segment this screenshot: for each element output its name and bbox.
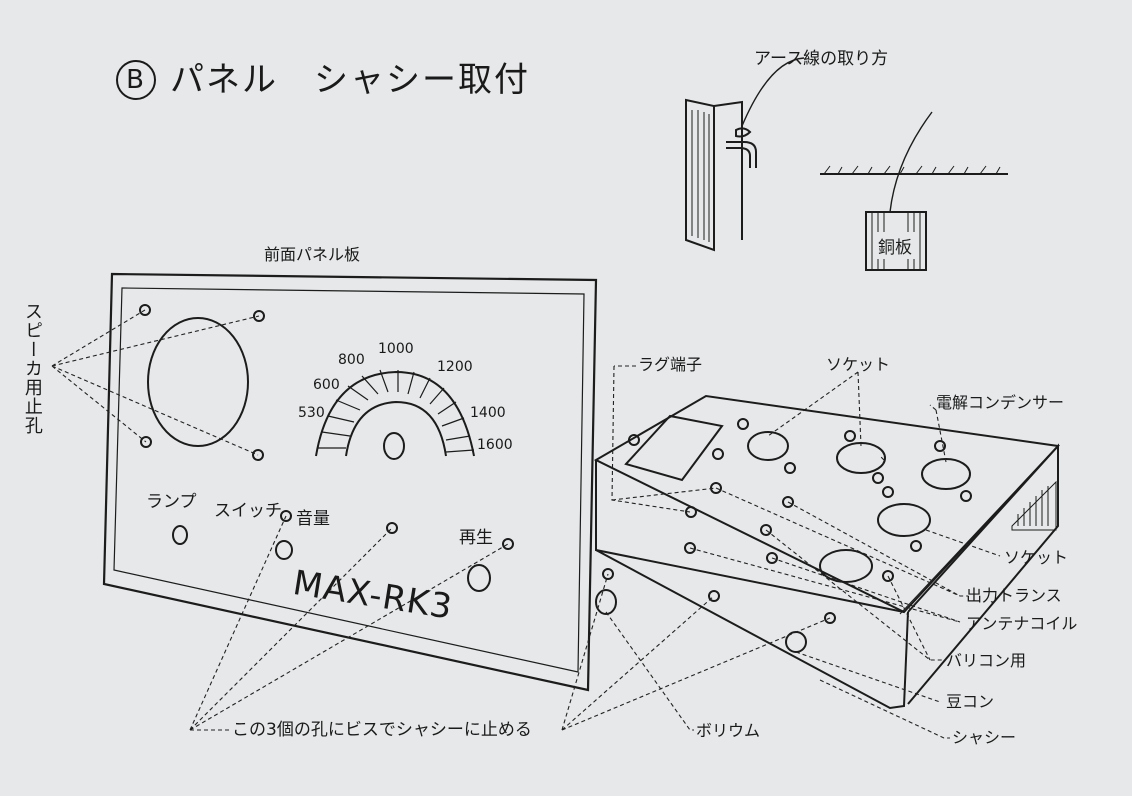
volume-knob-label: ボリウム xyxy=(696,721,761,740)
electrolytic-capacitor-label: 電解コンデンサー xyxy=(936,393,1065,412)
earth-wire-title: アース線の取り方 xyxy=(754,49,889,69)
speaker-holes-label: スピーカ用止孔 xyxy=(21,302,43,435)
copper-plate-label: 銅板 xyxy=(874,232,916,259)
socket-right-label: ソケット xyxy=(1004,548,1069,567)
dial-mark-1200: 1200 xyxy=(437,359,473,375)
dial-mark-1000: 1000 xyxy=(378,341,414,357)
volume-label: 音量 xyxy=(296,509,330,529)
dial-mark-530: 530 xyxy=(298,405,325,421)
playback-label: 再生 xyxy=(459,528,493,548)
leader-lines xyxy=(51,309,1001,739)
output-transformer-label: 出力トランス xyxy=(966,586,1062,605)
lamp-label: ランプ xyxy=(146,492,197,512)
mounting-note: この3個の孔にビスでシャシーに止める xyxy=(232,720,532,740)
dial-mark-600: 600 xyxy=(313,377,340,393)
dial-mark-800: 800 xyxy=(338,352,365,368)
section-mark: B xyxy=(116,60,156,100)
front-panel xyxy=(102,272,598,692)
socket-top-label: ソケット xyxy=(826,355,891,374)
chassis xyxy=(593,394,1061,710)
varicon-label: バリコン用 xyxy=(946,651,1027,670)
front-panel-title: 前面パネル板 xyxy=(264,245,361,264)
title-text: パネル シャシー取付 xyxy=(170,60,530,100)
faucet-illustration xyxy=(685,57,805,252)
antenna-coil-label: アンテナコイル xyxy=(966,614,1078,633)
bean-condenser-label: 豆コン xyxy=(946,692,995,711)
dial-mark-1600: 1600 xyxy=(477,437,513,453)
lug-terminal-label: ラグ端子 xyxy=(638,355,703,374)
dial-mark-1400: 1400 xyxy=(470,405,506,421)
chassis-label: シャシー xyxy=(952,728,1017,747)
page-title: B パネル シャシー取付 xyxy=(116,60,530,100)
switch-label: スイッチ xyxy=(214,501,282,521)
